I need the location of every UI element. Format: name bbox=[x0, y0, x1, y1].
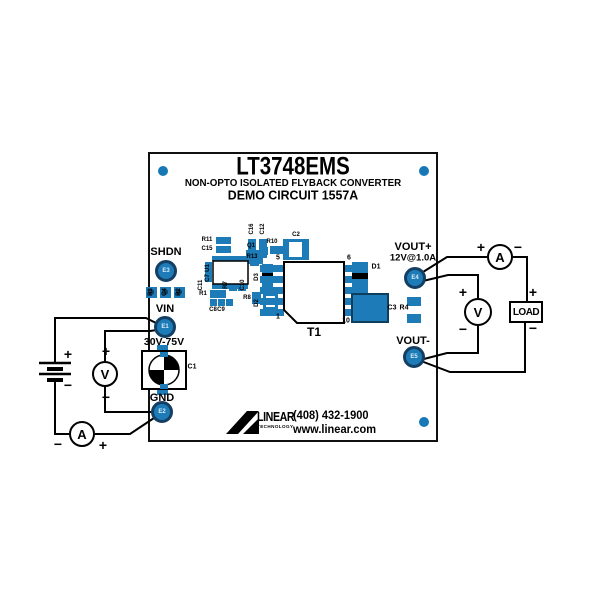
pin-number: 1 bbox=[276, 313, 280, 321]
terminal-designator: E3 bbox=[162, 268, 170, 274]
silkscreen-label: R11 bbox=[201, 237, 213, 243]
terminal-designator: E2 bbox=[158, 409, 166, 415]
vendor-phone: (408) 432-1900 bbox=[293, 408, 369, 422]
input-ammeter: A bbox=[69, 421, 95, 447]
silkscreen-label: C8 bbox=[209, 307, 217, 313]
silkscreen-label: R1 bbox=[199, 291, 207, 297]
polarity-mark: − bbox=[458, 321, 468, 337]
meter-letter: A bbox=[77, 426, 87, 442]
silkscreen-label: R4 bbox=[399, 304, 409, 312]
silkscreen-label: R10 bbox=[266, 239, 278, 245]
gnd-terminal: E2 bbox=[151, 401, 173, 423]
polarity-mark: + bbox=[101, 343, 111, 359]
silkscreen-label: C11 bbox=[198, 279, 204, 291]
polarity-mark: + bbox=[458, 284, 468, 300]
silkscreen-label: R7 bbox=[223, 281, 229, 289]
silkscreen-label: D2 bbox=[254, 299, 260, 307]
vin-label: VIN bbox=[155, 303, 175, 315]
silkscreen-label: C3 bbox=[387, 304, 397, 312]
vendor-name-2: TECHNOLOGY bbox=[257, 424, 294, 429]
terminal-designator: E1 bbox=[161, 324, 169, 330]
polarity-mark: − bbox=[528, 320, 538, 336]
polarity-mark: + bbox=[98, 437, 108, 453]
silkscreen-label: U1 bbox=[205, 264, 211, 272]
silkscreen-label: C12 bbox=[260, 223, 266, 235]
silkscreen-label: R2 bbox=[176, 288, 182, 296]
silkscreen-label: D1 bbox=[371, 263, 381, 271]
pin-number: 5 bbox=[276, 254, 280, 262]
vin-range-label: 30V-75V bbox=[143, 336, 185, 348]
silkscreen-label: R8 bbox=[243, 295, 251, 301]
polarity-mark: − bbox=[513, 239, 523, 255]
silkscreen-label: C7 bbox=[205, 274, 211, 282]
silkscreen-label: C1 bbox=[187, 363, 197, 371]
board-subtitle: NON-OPTO ISOLATED FLYBACK CONVERTER bbox=[184, 177, 402, 189]
polarity-mark: + bbox=[63, 346, 73, 362]
board-title: LT3748EMS bbox=[236, 152, 350, 181]
meter-letter: V bbox=[100, 366, 110, 382]
terminal-designator: E5 bbox=[410, 354, 418, 360]
pin-number: 6 bbox=[347, 254, 351, 262]
output-ammeter: A bbox=[487, 244, 513, 270]
silkscreen-label: C4 bbox=[162, 288, 168, 296]
shdn-label: SHDN bbox=[150, 246, 182, 258]
polarity-mark: + bbox=[476, 239, 486, 255]
shdn-terminal: E3 bbox=[155, 260, 177, 282]
load-label: LOAD bbox=[512, 306, 540, 318]
meter-letter: A bbox=[495, 249, 505, 265]
vout-minus-label: VOUT- bbox=[396, 335, 430, 347]
silkscreen-label: Q1 bbox=[246, 243, 256, 249]
silkscreen-label: R13 bbox=[246, 254, 258, 260]
meter-letter: V bbox=[473, 304, 483, 320]
silkscreen-label: C16 bbox=[249, 223, 255, 235]
pin-number: 10 bbox=[342, 317, 350, 325]
silkscreen-label: R3 bbox=[148, 288, 154, 296]
board-circuit-number: DEMO CIRCUIT 1557A bbox=[227, 187, 359, 203]
vendor-website: www.linear.com bbox=[293, 422, 377, 436]
terminal-designator: E4 bbox=[411, 275, 419, 281]
transformer-label: T1 bbox=[306, 325, 322, 339]
vout-plus-terminal: E4 bbox=[404, 267, 426, 289]
vout-minus-terminal: E5 bbox=[403, 346, 425, 368]
silkscreen-label: C9 bbox=[217, 307, 225, 313]
vendor-name: LINEAR bbox=[257, 409, 295, 424]
silkscreen-label: C10 bbox=[240, 279, 246, 291]
vout-rating-label: 12V@1.0A bbox=[389, 252, 437, 264]
input-voltmeter: V bbox=[92, 361, 118, 387]
polarity-mark: − bbox=[101, 389, 111, 405]
polarity-mark: − bbox=[53, 436, 63, 452]
load-box: LOAD bbox=[509, 301, 543, 323]
vin-terminal: E1 bbox=[154, 316, 176, 338]
polarity-mark: + bbox=[528, 284, 538, 300]
silkscreen-label: C2 bbox=[292, 232, 300, 238]
gnd-label: GND bbox=[149, 392, 175, 404]
silkscreen-label: C15 bbox=[201, 246, 213, 252]
polarity-mark: − bbox=[63, 377, 73, 393]
silkscreen-label: D3 bbox=[254, 273, 260, 281]
output-voltmeter: V bbox=[464, 298, 492, 326]
vout-plus-label: VOUT+ bbox=[394, 241, 432, 253]
